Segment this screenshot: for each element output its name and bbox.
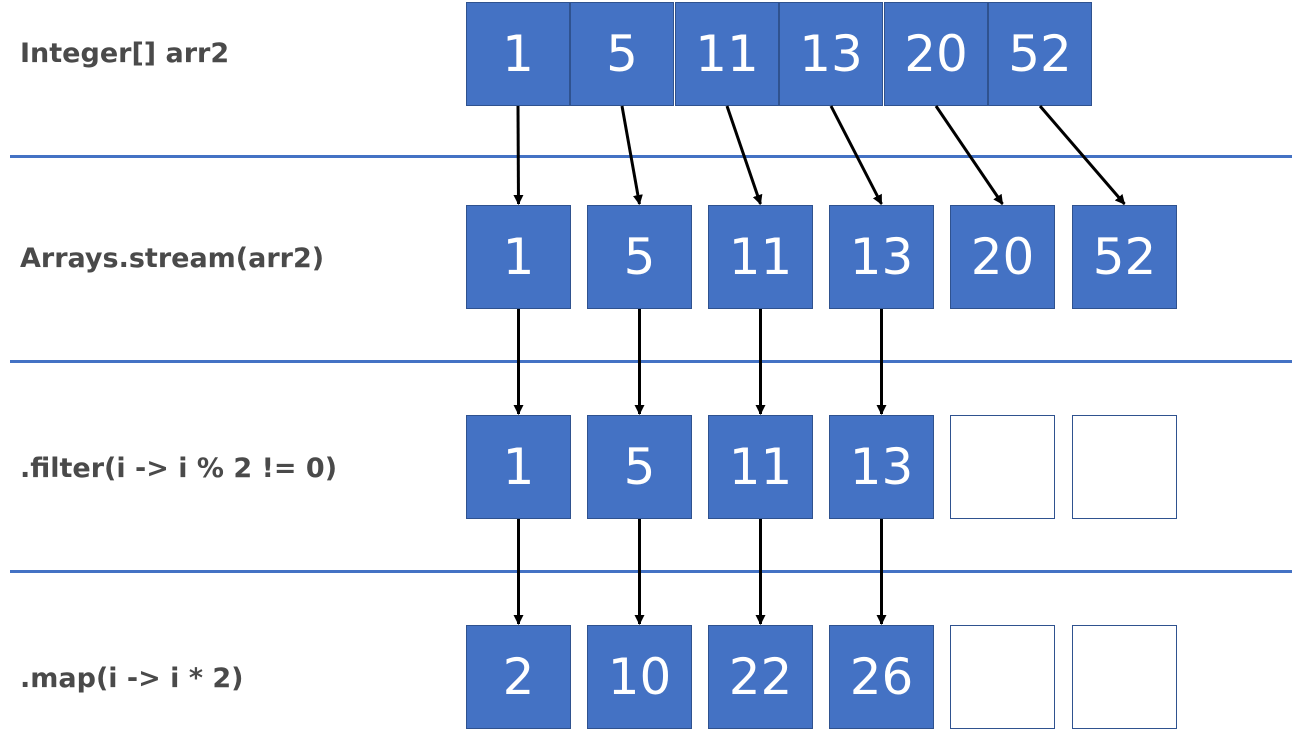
cell-stream: 11 xyxy=(708,205,813,309)
cell-stream: 52 xyxy=(1072,205,1177,309)
cell-map: 2 xyxy=(466,625,571,729)
cell-filter: 1 xyxy=(466,415,571,519)
row-label-stream: Arrays.stream(arr2) xyxy=(20,243,325,274)
cell-array: 13 xyxy=(779,2,883,106)
cell-array: 5 xyxy=(570,2,674,106)
cell-stream: 13 xyxy=(829,205,934,309)
row-label-array: Integer[] arr2 xyxy=(20,38,230,69)
cell-map: 22 xyxy=(708,625,813,729)
empty-cell xyxy=(950,625,1055,729)
empty-cell xyxy=(1072,415,1177,519)
cell-stream: 20 xyxy=(950,205,1055,309)
cell-array: 52 xyxy=(988,2,1092,106)
row-label-map: .map(i -> i * 2) xyxy=(20,663,244,694)
row-divider xyxy=(10,360,1292,363)
cell-array: 11 xyxy=(675,2,779,106)
empty-cell xyxy=(1072,625,1177,729)
cell-filter: 11 xyxy=(708,415,813,519)
cell-filter: 5 xyxy=(587,415,692,519)
cell-array: 20 xyxy=(884,2,988,106)
cell-map: 10 xyxy=(587,625,692,729)
row-divider xyxy=(10,155,1292,158)
cell-filter: 13 xyxy=(829,415,934,519)
row-label-filter: .filter(i -> i % 2 != 0) xyxy=(20,453,338,484)
cell-stream: 5 xyxy=(587,205,692,309)
row-divider xyxy=(10,570,1292,573)
empty-cell xyxy=(950,415,1055,519)
cell-stream: 1 xyxy=(466,205,571,309)
cell-array: 1 xyxy=(466,2,570,106)
cell-map: 26 xyxy=(829,625,934,729)
